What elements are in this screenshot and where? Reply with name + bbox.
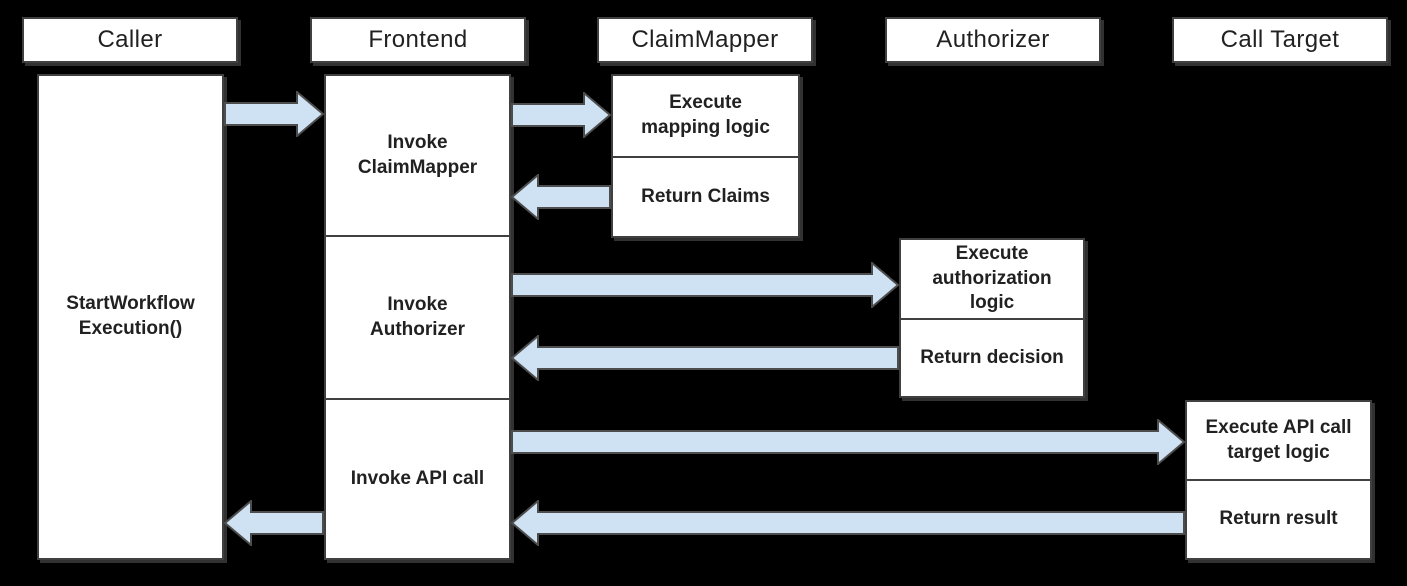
arrow-claimmapper-to-frontend [511, 174, 611, 220]
execute-api-call-target-logic-label: Execute API call target logic [1205, 416, 1352, 463]
lifeline-header-call-target-label: Call Target [1220, 26, 1340, 53]
arrow-frontend-to-authorizer [511, 262, 899, 308]
step-execute-authorization-logic: Execute authorization logic [901, 240, 1083, 318]
lifeline-header-claimmapper: ClaimMapper [597, 17, 813, 63]
lifeline-header-caller-label: Caller [97, 26, 163, 53]
activation-call-target: Execute API call target logic Return res… [1185, 400, 1372, 560]
return-result-label: Return result [1219, 508, 1338, 530]
arrow-caller-to-frontend [224, 91, 324, 137]
activation-authorizer: Execute authorization logic Return decis… [899, 238, 1085, 398]
arrow-authorizer-to-frontend [511, 335, 899, 381]
invoke-claimmapper-label: Invoke ClaimMapper [357, 131, 478, 178]
step-return-claims: Return Claims [613, 156, 798, 236]
arrow-frontend-to-caller [224, 500, 324, 546]
lifeline-header-claimmapper-label: ClaimMapper [631, 26, 779, 53]
lifeline-header-authorizer: Authorizer [885, 17, 1101, 63]
step-return-decision: Return decision [901, 318, 1083, 396]
invoke-authorizer-label: Invoke Authorizer [370, 293, 465, 340]
lifeline-header-frontend-label: Frontend [368, 26, 468, 53]
startworkflow-execution-label: StartWorkflow Execution() [66, 293, 195, 339]
arrow-call-target-to-frontend [511, 500, 1185, 546]
execute-mapping-logic-label: Execute mapping logic [641, 92, 770, 138]
activation-caller-startworkflowexecution: StartWorkflow Execution() [37, 74, 224, 560]
return-claims-label: Return Claims [641, 185, 770, 207]
step-execute-mapping-logic: Execute mapping logic [613, 76, 798, 156]
step-invoke-api-call: Invoke API call [326, 398, 509, 558]
step-execute-api-call-target-logic: Execute API call target logic [1187, 402, 1370, 479]
step-return-result: Return result [1187, 479, 1370, 558]
activation-claimmapper: Execute mapping logic Return Claims [611, 74, 800, 238]
lifeline-header-frontend: Frontend [310, 17, 526, 63]
step-invoke-authorizer: Invoke Authorizer [326, 235, 509, 398]
activation-frontend: Invoke ClaimMapper Invoke Authorizer Inv… [324, 74, 511, 560]
return-decision-label: Return decision [920, 346, 1064, 368]
execute-authorization-logic-label: Execute authorization logic [932, 242, 1052, 314]
step-invoke-claimmapper: Invoke ClaimMapper [326, 76, 509, 235]
arrow-frontend-to-claimmapper [511, 92, 611, 138]
invoke-api-call-label: Invoke API call [350, 467, 485, 489]
lifeline-header-authorizer-label: Authorizer [936, 26, 1050, 53]
lifeline-header-caller: Caller [22, 17, 238, 63]
lifeline-header-call-target: Call Target [1172, 17, 1388, 63]
arrow-frontend-to-call-target [511, 419, 1185, 465]
